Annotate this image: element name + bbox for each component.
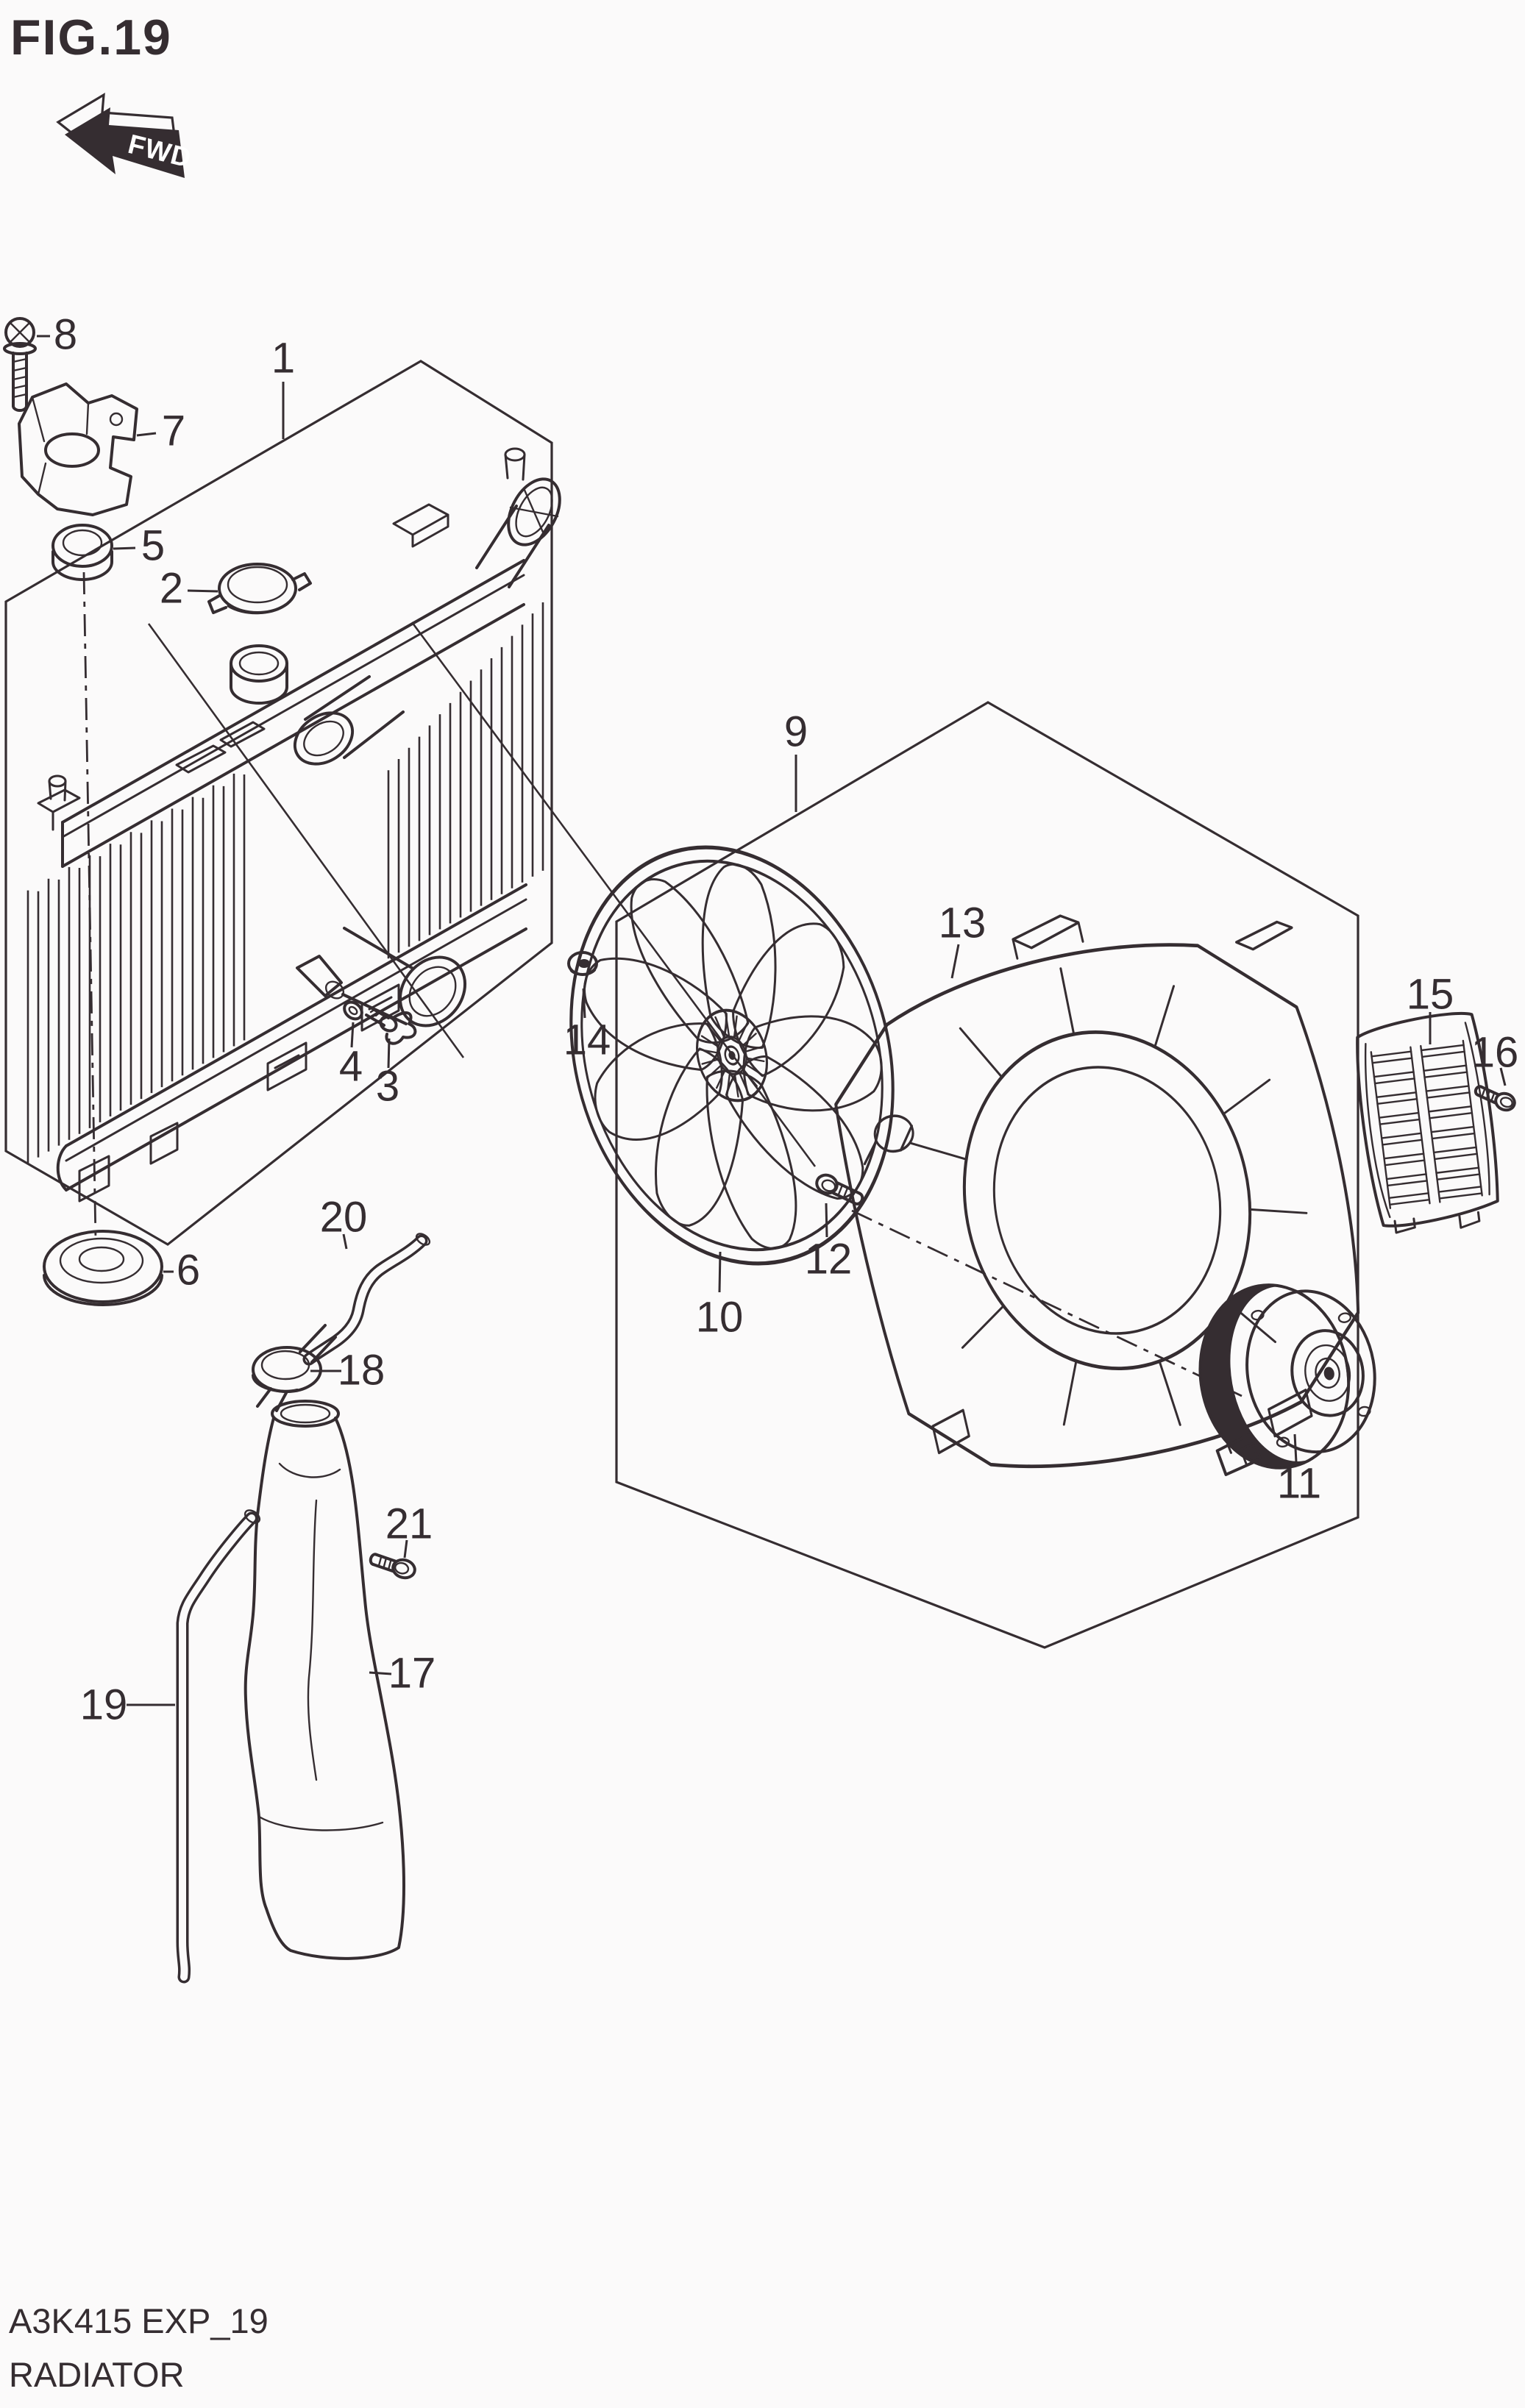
callout-part-6[interactable]: 6 xyxy=(177,1247,200,1294)
callout-leader-7 xyxy=(136,432,157,437)
callout-leader-11 xyxy=(1293,1433,1298,1463)
nut-14 xyxy=(567,951,598,976)
grille-slats xyxy=(1370,1039,1483,1209)
group-borders xyxy=(4,360,1359,1649)
overflow-hose-20 xyxy=(302,1233,431,1366)
screw-16 xyxy=(1474,1085,1516,1112)
callout-leader-14 xyxy=(582,988,586,1019)
drain-spout xyxy=(296,955,345,1000)
callout-leader-4 xyxy=(350,1022,355,1048)
callout-leader-5 xyxy=(113,546,136,550)
callout-part-16[interactable]: 16 xyxy=(1471,1029,1519,1077)
callout-leader-13 xyxy=(950,944,960,979)
callout-leader-12 xyxy=(825,1203,828,1238)
shroud-ribs xyxy=(880,927,1346,1470)
radiator xyxy=(26,447,561,1203)
sub-shroud-grille xyxy=(1356,1011,1499,1234)
cooling-fan xyxy=(531,823,936,1299)
callout-part-12[interactable]: 12 xyxy=(805,1236,853,1283)
callout-part-13[interactable]: 13 xyxy=(939,900,987,947)
inlet-elbow xyxy=(475,447,561,588)
bracket-7 xyxy=(18,382,138,516)
callout-part-20[interactable]: 20 xyxy=(320,1194,368,1242)
callout-part-9[interactable]: 9 xyxy=(784,708,808,756)
fan-hub-spline xyxy=(691,1007,773,1103)
thermo-boss xyxy=(293,675,405,766)
bolt-8 xyxy=(3,317,37,412)
fan-blades xyxy=(531,823,936,1299)
callout-leader-10 xyxy=(718,1251,722,1293)
fan-group-border xyxy=(615,701,1359,1649)
o-ring-4 xyxy=(343,1000,363,1021)
tank-bolt-21 xyxy=(369,1553,416,1580)
callout-part-7[interactable]: 7 xyxy=(162,407,185,455)
callout-part-3[interactable]: 3 xyxy=(376,1063,399,1111)
bolt-12 xyxy=(815,1173,864,1205)
callout-part-11[interactable]: 11 xyxy=(1277,1460,1321,1508)
callout-part-8[interactable]: 8 xyxy=(54,311,77,359)
tank-clamps xyxy=(37,503,449,831)
callout-part-1[interactable]: 1 xyxy=(271,335,295,382)
radiator-fins xyxy=(26,602,544,1164)
footer-code: A3K415 EXP_19 xyxy=(9,2301,269,2340)
callout-part-21[interactable]: 21 xyxy=(385,1500,433,1548)
callout-leader-21 xyxy=(403,1539,408,1559)
fwd-arrow-icon: FWD xyxy=(56,93,195,178)
callout-part-18[interactable]: 18 xyxy=(338,1347,385,1394)
callout-leader-16 xyxy=(1499,1067,1507,1086)
radiator-cap-2 xyxy=(207,563,312,615)
drain-plug-3 xyxy=(365,1006,417,1045)
construction-lines xyxy=(82,571,1243,1397)
reserve-tank-17 xyxy=(243,1400,405,1960)
callout-leader-20 xyxy=(342,1233,348,1250)
callout-part-10[interactable]: 10 xyxy=(696,1294,744,1342)
callout-part-2[interactable]: 2 xyxy=(160,565,183,613)
tank-cap-18 xyxy=(252,1324,337,1412)
mount-cushion-lower-6 xyxy=(43,1230,163,1306)
callout-leader-3 xyxy=(387,1038,391,1069)
fan-shroud xyxy=(834,914,1360,1470)
mount-tabs xyxy=(78,983,400,1203)
callout-part-14[interactable]: 14 xyxy=(564,1016,611,1064)
footer-title: RADIATOR xyxy=(9,2355,185,2394)
radiator-group-border xyxy=(4,360,553,1246)
tank-hose-19 xyxy=(176,1509,261,1984)
fan-motor xyxy=(1198,1283,1376,1476)
mount-cushion-upper-5 xyxy=(51,524,113,581)
callout-part-4[interactable]: 4 xyxy=(339,1043,363,1091)
callout-leader-17 xyxy=(369,1671,392,1675)
callout-part-17[interactable]: 17 xyxy=(388,1650,436,1698)
callout-part-5[interactable]: 5 xyxy=(141,522,165,570)
callout-part-15[interactable]: 15 xyxy=(1407,971,1454,1019)
filler-neck xyxy=(230,644,288,705)
callout-part-19[interactable]: 19 xyxy=(80,1681,128,1729)
figure-title: FIG.19 xyxy=(10,10,172,65)
